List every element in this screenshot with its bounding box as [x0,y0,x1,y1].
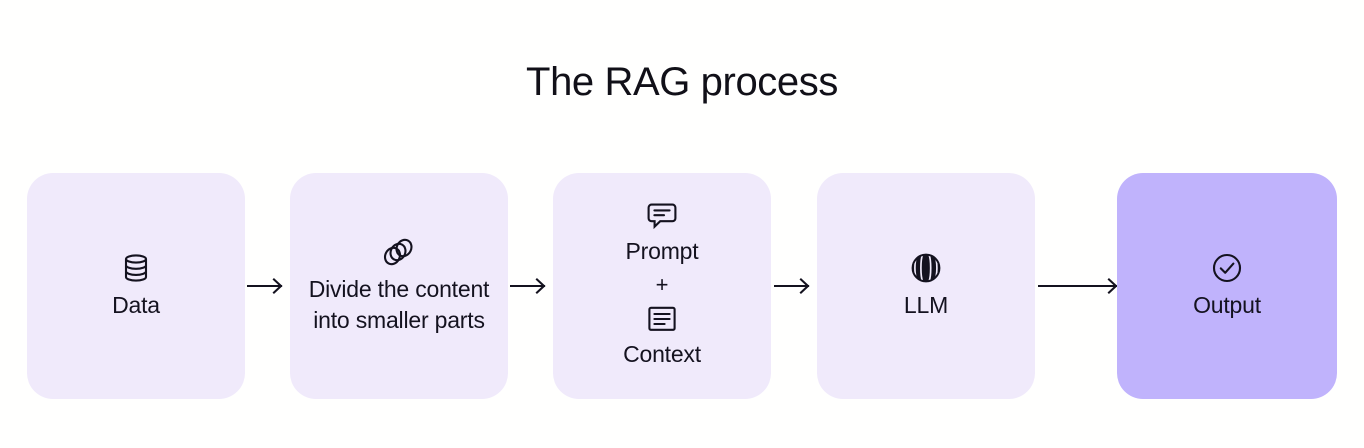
plus-operator: + [655,272,669,297]
arrow-data-to-chunking [247,274,287,298]
flow-node-data[interactable]: Data [27,173,245,399]
flow-node-label: Divide the content into smaller parts [308,276,490,333]
arrow-llm-to-output [1038,274,1122,298]
flow-node-label-secondary: Context [623,341,701,367]
flow-node-label: Data [112,291,160,318]
flow-node-chunking[interactable]: Divide the content into smaller parts [290,173,508,399]
context-group: Context [623,305,701,370]
flow-node-output[interactable]: Output [1117,173,1337,399]
flow-node-label: LLM [903,291,949,318]
database-icon [121,252,151,284]
page-title: The RAG process [526,60,838,104]
arrow-prompt-to-llm [774,274,814,298]
flow-node-prompt-context[interactable]: Prompt + Context [553,173,771,399]
flow-node-label: Output [1193,291,1261,318]
document-lines-icon [647,305,677,333]
process-flow: Data Divide the content into smaller par… [0,173,1364,399]
chat-bubble-icon [647,202,677,230]
striped-sphere-icon [910,252,942,284]
check-circle-icon [1211,252,1243,284]
flow-node-llm[interactable]: LLM [817,173,1035,399]
overlapping-circles-icon [382,237,416,267]
flow-node-label: Prompt [625,238,699,265]
prompt-group: Prompt [626,202,699,267]
arrow-chunking-to-prompt [510,274,550,298]
